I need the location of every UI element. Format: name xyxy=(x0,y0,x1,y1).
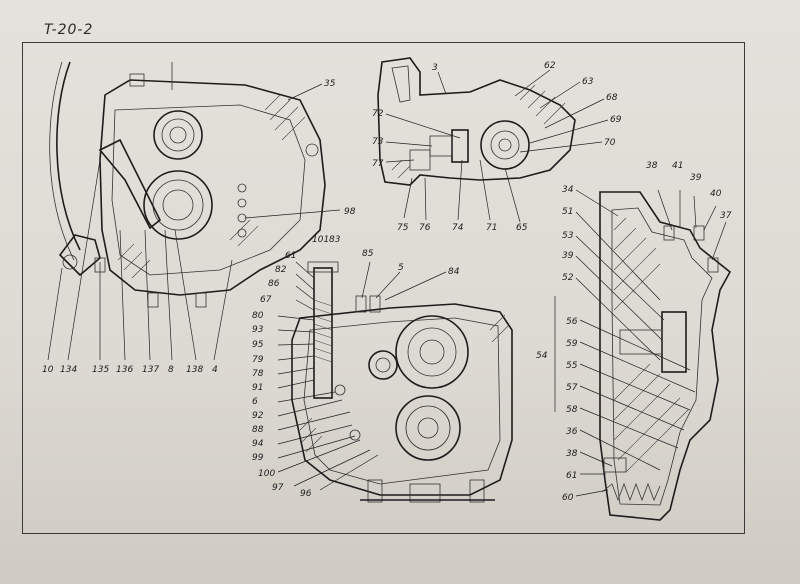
callout-label: 79 xyxy=(252,355,264,365)
callout-label: 95 xyxy=(252,340,264,350)
callout-label: 92 xyxy=(252,411,264,421)
callout-label: 39 xyxy=(690,173,702,183)
callout-label: 77 xyxy=(372,159,384,169)
callout-label: 76 xyxy=(419,223,431,233)
callout-label: 93 xyxy=(252,325,264,335)
callout-label: 68 xyxy=(606,93,618,103)
callout-label: 63 xyxy=(582,77,594,87)
callout-label: 37 xyxy=(720,211,732,221)
callout-label: 38 xyxy=(566,449,578,459)
callout-label: 59 xyxy=(566,339,578,349)
callout-label: 101 xyxy=(312,235,329,245)
callout-label: 52 xyxy=(562,273,574,283)
callout-label: 61 xyxy=(285,251,296,261)
callout-label: 10 xyxy=(42,365,54,375)
callout-label: 6 xyxy=(252,397,258,407)
callout-label: 138 xyxy=(186,365,203,375)
callout-label: 4 xyxy=(212,365,218,375)
callout-label: 41 xyxy=(672,161,683,171)
callout-label: 69 xyxy=(610,115,622,125)
callout-label: 3 xyxy=(432,63,438,73)
callout-label: 84 xyxy=(448,267,460,277)
callout-label: 51 xyxy=(562,207,573,217)
callout-label: 72 xyxy=(372,109,384,119)
callout-label: 91 xyxy=(252,383,263,393)
callout-label: 54 xyxy=(536,351,548,361)
callout-label: 8 xyxy=(168,365,174,375)
callout-label: 70 xyxy=(604,138,616,148)
callout-label: 60 xyxy=(562,493,574,503)
center-gearbox-drawing xyxy=(277,261,513,503)
callout-label: 62 xyxy=(544,61,556,71)
callout-label: 75 xyxy=(397,223,409,233)
callout-label: 34 xyxy=(562,185,574,195)
callout-label: 55 xyxy=(566,361,578,371)
callout-label: 85 xyxy=(362,249,374,259)
callout-label: 67 xyxy=(260,295,272,305)
drawing-frame xyxy=(22,42,745,534)
callout-label: 74 xyxy=(452,223,464,233)
callout-label: 57 xyxy=(566,383,578,393)
callout-label: 94 xyxy=(252,439,264,449)
callout-label: 38 xyxy=(646,161,658,171)
right-clutch-drawing xyxy=(554,189,732,521)
callout-label: 134 xyxy=(60,365,77,375)
callout-labels: 35 98 10 134 135 136 137 8 138 4 3 62 63… xyxy=(42,61,732,503)
callout-label: 36 xyxy=(566,427,578,437)
callout-label: 99 xyxy=(252,453,264,463)
callout-label: 82 xyxy=(275,265,287,275)
page-code: T-20-2 xyxy=(44,22,94,38)
callout-label: 71 xyxy=(486,223,497,233)
callout-label: 100 xyxy=(258,469,275,479)
callout-label: 96 xyxy=(300,489,312,499)
callout-label: 73 xyxy=(372,137,384,147)
callout-label: 83 xyxy=(329,235,341,245)
callout-label: 136 xyxy=(116,365,133,375)
callout-label: 35 xyxy=(324,79,336,89)
callout-label: 80 xyxy=(252,311,264,321)
callout-label: 5 xyxy=(398,263,404,273)
callout-label: 53 xyxy=(562,231,574,241)
top-right-shaft-drawing xyxy=(377,57,609,223)
callout-label: 88 xyxy=(252,425,264,435)
left-gearbox-drawing xyxy=(47,61,341,361)
callout-label: 78 xyxy=(252,369,264,379)
callout-label: 135 xyxy=(92,365,109,375)
callout-label: 137 xyxy=(142,365,159,375)
callout-label: 98 xyxy=(344,207,356,217)
callout-label: 40 xyxy=(710,189,722,199)
callout-label: 86 xyxy=(268,279,280,289)
callout-label: 56 xyxy=(566,317,578,327)
callout-label: 58 xyxy=(566,405,578,415)
callout-label: 39 xyxy=(562,251,574,261)
callout-label: 61 xyxy=(566,471,577,481)
callout-label: 65 xyxy=(516,223,528,233)
callout-label: 97 xyxy=(272,483,284,493)
